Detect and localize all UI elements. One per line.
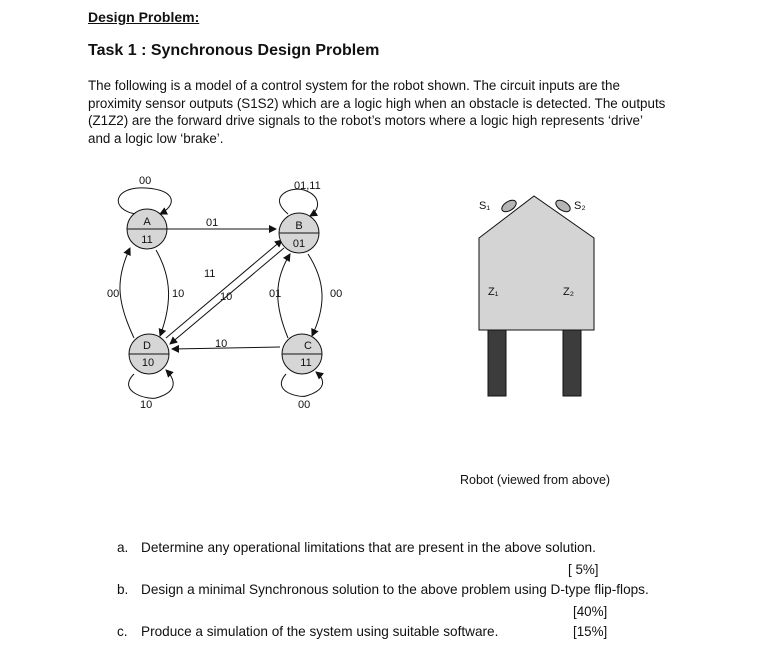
label-a-self: 00 — [139, 175, 151, 187]
state-a: A 11 — [126, 208, 168, 250]
state-output: 10 — [142, 357, 154, 369]
question-b-marks: [40%] — [573, 604, 608, 619]
motor-2-label: Z₂ — [563, 286, 574, 298]
question-text: Produce a simulation of the system using… — [141, 624, 499, 639]
intro-line: The following is a model of a control sy… — [88, 78, 620, 93]
state-diagram — [117, 187, 324, 399]
edge-a-to-d — [155, 249, 169, 337]
wheel-left — [487, 329, 507, 397]
state-name: B — [295, 220, 302, 232]
question-text: Design a minimal Synchronous solution to… — [141, 582, 649, 597]
intro-line: proximity sensor outputs (S1S2) which ar… — [88, 95, 666, 111]
label-b-to-c: 00 — [330, 288, 342, 300]
task-title: Task 1 : Synchronous Design Problem — [88, 42, 380, 59]
edge-b-to-d — [169, 247, 285, 345]
self-loop-a — [117, 187, 172, 215]
state-name: C — [304, 340, 312, 352]
label-a-to-d: 10 — [172, 288, 184, 300]
edge-d-to-a — [119, 247, 135, 339]
state-d: D 10 — [128, 333, 170, 375]
label-b-to-d: 10 — [220, 291, 232, 303]
self-loop-c — [281, 371, 324, 397]
label-d-to-a: 00 — [107, 288, 119, 300]
label-c-to-b: 01 — [269, 288, 281, 300]
edge-b-to-c — [307, 253, 323, 337]
label-c-self: 00 — [298, 399, 310, 411]
sensor-1-label: S₁ — [479, 200, 490, 212]
robot-diagram: S₁ S₂ Z₁ Z₂ — [478, 195, 595, 397]
edge-d-to-b — [165, 239, 283, 339]
question-c: c. Produce a simulation of the system usi… — [117, 624, 498, 639]
self-loop-d — [128, 369, 174, 399]
intro-line: (Z1Z2) are the forward drive signals to … — [88, 113, 643, 128]
motor-1-label: Z₁ — [488, 286, 499, 298]
question-text: Determine any operational limitations th… — [141, 540, 596, 555]
edge-c-to-d — [171, 344, 281, 353]
wheel-right — [562, 329, 582, 397]
label-c-to-d: 10 — [215, 338, 227, 350]
section-heading: Design Problem: — [88, 9, 200, 25]
label-d-to-b: 11 — [204, 268, 215, 280]
sensor-2-label: S₂ — [574, 200, 586, 212]
question-c-marks: [15%] — [573, 624, 608, 639]
sensor-1-icon — [501, 199, 517, 213]
question-letter: c. — [117, 624, 128, 639]
question-letter: a. — [117, 540, 129, 555]
question-b: b. Design a minimal Synchronous solution … — [117, 582, 649, 597]
question-a: a. Determine any operational limitations … — [117, 540, 596, 555]
robot-caption: Robot (viewed from above) — [460, 473, 611, 487]
transition-labels: 00 01,11 00 10 01 11 10 10 00 10 01 00 — [107, 175, 342, 411]
edge-c-to-b — [277, 253, 291, 339]
state-name: D — [143, 340, 151, 352]
label-b-self: 01,11 — [294, 180, 321, 192]
state-c: C 11 — [281, 333, 323, 375]
question-letter: b. — [117, 582, 129, 597]
question-a-marks: [ 5%] — [568, 562, 599, 577]
state-output: 01 — [293, 238, 305, 250]
figure: A 11 B 01 C 11 D 10 00 01,11 00 10 01 11… — [107, 175, 595, 411]
intro-line: and a logic low ‘brake’. — [88, 130, 224, 146]
self-loop-b — [279, 188, 319, 217]
state-output: 11 — [141, 234, 152, 246]
intro-paragraph: The following is a model of a control sy… — [88, 77, 720, 147]
label-d-self: 10 — [140, 399, 152, 411]
state-output: 11 — [300, 357, 311, 369]
label-a-to-b: 01 — [206, 217, 218, 229]
state-b: B 01 — [278, 212, 320, 254]
state-name: A — [143, 216, 151, 228]
robot-body — [478, 195, 595, 331]
sensor-2-icon — [555, 199, 571, 213]
